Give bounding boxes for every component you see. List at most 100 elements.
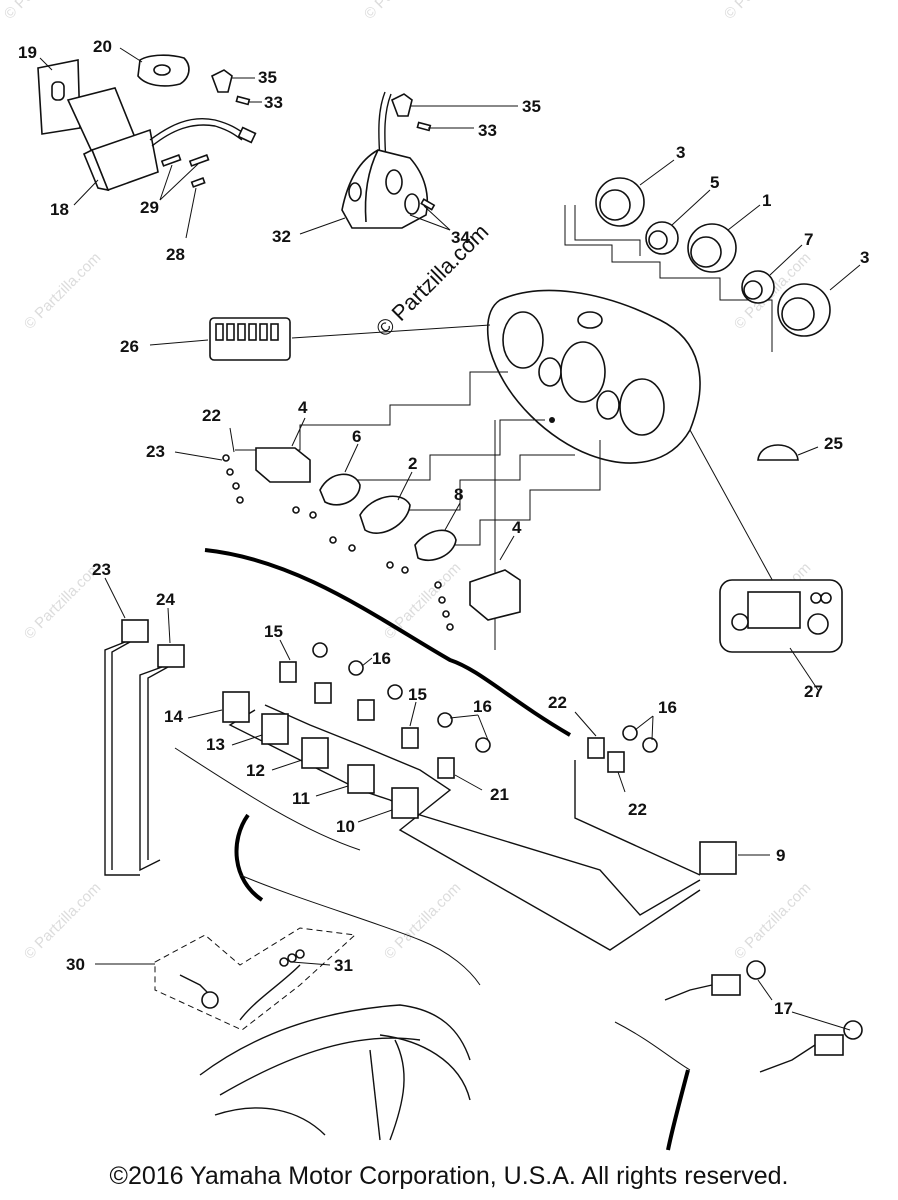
part-10-switch xyxy=(391,787,419,819)
watermark-main: © Partzilla.com xyxy=(371,219,494,342)
callout-35: 35 xyxy=(258,68,277,87)
gauge-group xyxy=(564,177,831,352)
callout-24: 24 xyxy=(156,590,175,609)
callout-6: 6 xyxy=(352,427,361,446)
part-21-lamp xyxy=(437,757,455,779)
kit-30-31 xyxy=(154,927,357,1031)
part-15-lamp-a xyxy=(279,661,297,683)
callout-32: 32 xyxy=(272,227,291,246)
callout-3: 3 xyxy=(860,248,869,267)
callout-27: 27 xyxy=(804,682,823,701)
part-27-display-unit xyxy=(719,579,843,653)
callout-5: 5 xyxy=(710,173,719,192)
callout-31: 31 xyxy=(334,956,353,975)
part-33-screw-a xyxy=(235,95,251,106)
part-29-screw xyxy=(160,154,182,167)
callout-15: 15 xyxy=(264,622,283,641)
callout-35: 35 xyxy=(522,97,541,116)
part-8-socket xyxy=(414,529,457,562)
callout-4: 4 xyxy=(512,518,522,537)
callout-23: 23 xyxy=(92,560,111,579)
hull-lower xyxy=(199,1004,471,1141)
part-4-bracket-right xyxy=(469,569,521,621)
callout-15: 15 xyxy=(408,685,427,704)
callout-13: 13 xyxy=(206,735,225,754)
part-14-switch xyxy=(222,691,250,723)
part-28-screw xyxy=(190,177,206,188)
callout-3: 3 xyxy=(676,143,685,162)
part-12-switch xyxy=(301,737,329,769)
callout-19: 19 xyxy=(18,43,37,62)
part-24-connector xyxy=(157,644,185,668)
callout-26: 26 xyxy=(120,337,139,356)
part-32-switch-assembly xyxy=(341,91,436,229)
part-35-clip-b xyxy=(390,93,413,117)
part-22-lamp-b xyxy=(607,751,625,773)
part-11-switch xyxy=(347,764,375,794)
callout-21: 21 xyxy=(490,785,509,804)
watermark-text: © Partzilla.com xyxy=(21,879,104,962)
part-34-screw xyxy=(420,198,436,211)
switch-harness xyxy=(222,642,737,951)
leader-lines xyxy=(39,47,861,1031)
bracket-group xyxy=(222,447,521,631)
callout-25: 25 xyxy=(824,434,843,453)
callout-29: 29 xyxy=(140,198,159,217)
callout-4: 4 xyxy=(298,398,308,417)
hull-outline xyxy=(174,548,691,1151)
callout-1: 1 xyxy=(762,191,771,210)
part-35-clip-a xyxy=(210,69,233,93)
part-22-lamp-a xyxy=(587,737,605,759)
callout-30: 30 xyxy=(66,955,85,974)
callout-10: 10 xyxy=(336,817,355,836)
callout-22: 22 xyxy=(548,693,567,712)
part-13-switch xyxy=(261,713,289,745)
callout-8: 8 xyxy=(454,485,463,504)
part-16-lens-a xyxy=(312,642,328,658)
callout-18: 18 xyxy=(50,200,69,219)
part-2-socket xyxy=(359,495,411,534)
part-6-socket xyxy=(319,473,361,506)
dash-housing xyxy=(486,289,701,464)
callout-2: 2 xyxy=(408,454,417,473)
callout-16: 16 xyxy=(372,649,391,668)
part-16-lens-b xyxy=(437,712,453,728)
part-26-indicator-decal xyxy=(209,317,291,361)
callout-16: 16 xyxy=(473,697,492,716)
callout-33: 33 xyxy=(478,121,497,140)
watermark-text: © Partzilla.com xyxy=(1,0,84,23)
part-17-sensors xyxy=(664,960,863,1073)
callout-9: 9 xyxy=(776,846,785,865)
watermark-text: © Partzilla.com xyxy=(721,0,804,23)
part-4-bracket-left xyxy=(255,447,311,483)
watermark-text: © Partzilla.com xyxy=(381,879,464,962)
callout-labels: 19 20 35 33 18 29 28 35 33 32 34 3 5 1 7… xyxy=(18,37,869,1018)
callout-22: 22 xyxy=(202,406,221,425)
part-25-cap xyxy=(757,444,799,461)
watermark-text: © Partzilla.com xyxy=(361,0,444,23)
callout-12: 12 xyxy=(246,761,265,780)
part-23-connector xyxy=(121,619,149,643)
callout-34: 34 xyxy=(451,228,470,247)
callout-11: 11 xyxy=(292,789,310,808)
part-16-lens-c xyxy=(622,725,638,741)
callout-22: 22 xyxy=(628,800,647,819)
callout-20: 20 xyxy=(93,37,112,56)
callout-28: 28 xyxy=(166,245,185,264)
part-9-connector xyxy=(699,841,737,875)
watermark-text: © Partzilla.com xyxy=(731,879,814,962)
cable-23-24 xyxy=(104,619,185,876)
part-15-lamp-b xyxy=(401,727,419,749)
watermark-text: © Partzilla.com xyxy=(21,249,104,332)
copyright-notice: ©2016 Yamaha Motor Corporation, U.S.A. A… xyxy=(109,1162,789,1190)
callout-7: 7 xyxy=(804,230,813,249)
callout-16: 16 xyxy=(658,698,677,717)
part-33-screw-b xyxy=(416,121,432,132)
callout-17: 17 xyxy=(774,999,793,1018)
guide-lines xyxy=(235,371,776,650)
callout-33: 33 xyxy=(264,93,283,112)
callout-14: 14 xyxy=(164,707,183,726)
callout-23: 23 xyxy=(146,442,165,461)
part-18-19-20-assembly xyxy=(37,54,257,192)
